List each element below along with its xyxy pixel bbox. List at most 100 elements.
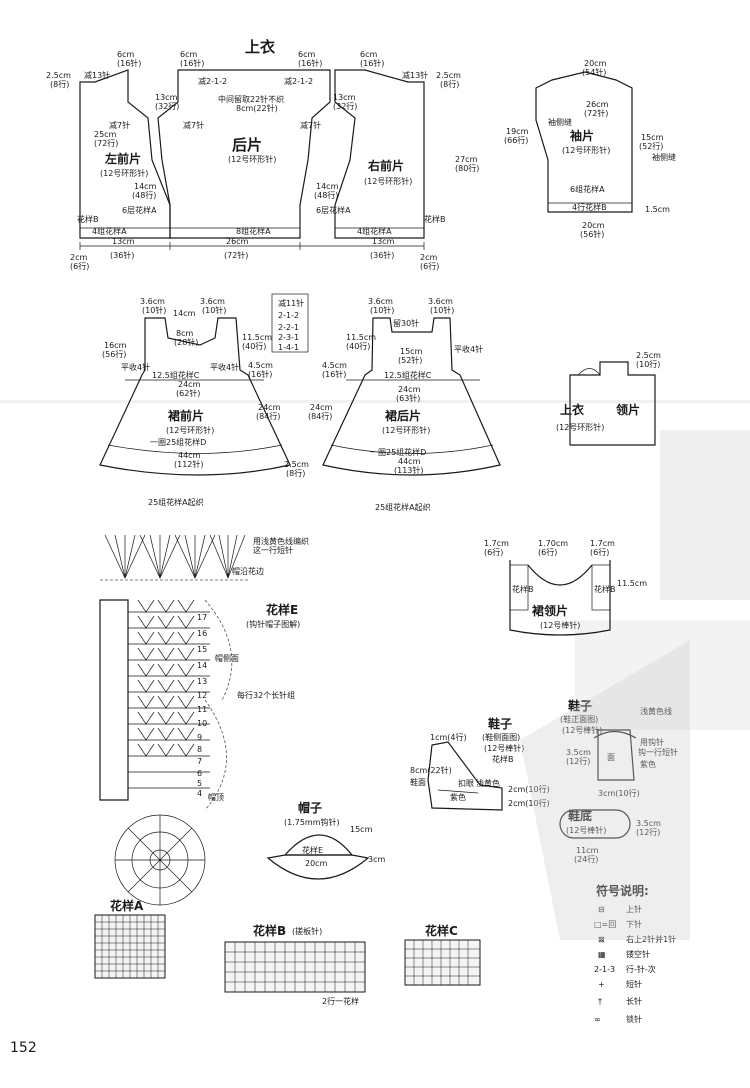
scan-noise xyxy=(0,400,750,730)
symbol-legend: 符号说明: ⊟ 上针 □=回 下针 ⊠ 右上2针并1针 ▦ 镂空针 2-1-3 … xyxy=(594,883,676,1024)
svg-text:6cm: 6cm xyxy=(180,50,197,59)
hat-crown-circle xyxy=(114,814,206,906)
svg-text:(12号环形针): (12号环形针) xyxy=(100,168,148,178)
back-piece: 后片 (12号环形针) 8组花样A 中间留取22针不织 8cm(22针) xyxy=(157,69,331,239)
sleeve-piece: 袖片 (12号环形针) 6组花样A 4行花样B xyxy=(535,71,633,213)
svg-text:(8行): (8行) xyxy=(50,79,69,89)
svg-text:15cm: 15cm xyxy=(400,347,423,356)
svg-text:花样B: 花样B xyxy=(424,214,446,224)
svg-text:(32行): (32行) xyxy=(333,101,357,111)
svg-text:(12号环形针): (12号环形针) xyxy=(364,176,412,186)
svg-text:(72针): (72针) xyxy=(584,108,608,118)
svg-text:(8行): (8行) xyxy=(286,468,305,478)
svg-text:∞: ∞ xyxy=(594,1015,601,1024)
svg-text:(12号环形针): (12号环形针) xyxy=(382,425,430,435)
svg-text:留30针: 留30针 xyxy=(393,318,419,328)
svg-text:1.7cm: 1.7cm xyxy=(590,539,615,548)
svg-text:27cm: 27cm xyxy=(455,155,478,164)
skirt-front-piece: 裙前片 (12号环形针) 一圈25组花样D 24cm (62针) 44cm (1… xyxy=(99,317,291,476)
svg-text:⊟: ⊟ xyxy=(598,905,605,914)
svg-text:(66行): (66行) xyxy=(504,135,528,145)
svg-text:这一行短针: 这一行短针 xyxy=(253,545,293,555)
svg-text:26cm: 26cm xyxy=(586,100,609,109)
svg-text:袖侧缝: 袖侧缝 xyxy=(652,152,676,162)
svg-text:(16针): (16针) xyxy=(298,58,322,68)
svg-text:24cm: 24cm xyxy=(178,380,201,389)
svg-text:用浅黄色线编织: 用浅黄色线编织 xyxy=(253,536,309,546)
svg-text:(72行): (72行) xyxy=(94,138,118,148)
svg-text:11.5cm: 11.5cm xyxy=(242,333,272,342)
svg-text:(84行): (84行) xyxy=(256,411,280,421)
svg-text:2.5cm: 2.5cm xyxy=(284,460,309,469)
svg-text:3.6cm: 3.6cm xyxy=(200,297,225,306)
svg-text:2cm(10行): 2cm(10行) xyxy=(508,784,550,794)
svg-text:(54针): (54针) xyxy=(582,67,606,77)
svg-text:(12号环形针): (12号环形针) xyxy=(562,145,610,155)
svg-text:(72针): (72针) xyxy=(224,250,248,260)
legend-title: 符号说明: xyxy=(596,883,649,898)
svg-text:帽侧面: 帽侧面 xyxy=(215,653,239,663)
svg-text:(6行): (6行) xyxy=(70,261,89,271)
top-title: 上衣 xyxy=(245,38,275,56)
svg-text:13: 13 xyxy=(197,677,207,686)
back-title: 后片 xyxy=(232,136,262,154)
svg-text:1.7cm: 1.7cm xyxy=(484,539,509,548)
svg-text:(16针): (16针) xyxy=(248,369,272,379)
svg-text:(36针): (36针) xyxy=(110,250,134,260)
svg-text:(24行): (24行) xyxy=(574,854,598,864)
svg-text:3cm(10行): 3cm(10行) xyxy=(598,788,640,798)
svg-text:长针: 长针 xyxy=(626,996,642,1006)
svg-text:钩一行短针: 钩一行短针 xyxy=(638,747,678,757)
svg-text:2-3-1: 2-3-1 xyxy=(278,333,299,342)
svg-text:24cm: 24cm xyxy=(310,403,333,412)
svg-text:1.70cm: 1.70cm xyxy=(538,539,568,548)
svg-text:19cm: 19cm xyxy=(506,127,529,136)
svg-text:花样B: 花样B xyxy=(492,754,514,764)
svg-text:7: 7 xyxy=(197,757,202,766)
svg-text:(搓板针): (搓板针) xyxy=(292,926,322,936)
svg-text:6cm: 6cm xyxy=(298,50,315,59)
svg-text:8cm(22针): 8cm(22针) xyxy=(410,765,452,775)
svg-text:(56行): (56行) xyxy=(102,349,126,359)
pattern-e-title: 花样E xyxy=(266,602,298,617)
svg-text:20cm: 20cm xyxy=(582,221,605,230)
page-number: 152 xyxy=(10,1040,37,1056)
svg-text:(12号棒针): (12号棒针) xyxy=(484,743,524,753)
svg-text:(52行): (52行) xyxy=(639,141,663,151)
svg-text:2cm: 2cm xyxy=(420,253,437,262)
svg-text:浅黄色: 浅黄色 xyxy=(476,778,500,788)
svg-text:8cm: 8cm xyxy=(176,329,193,338)
svg-text:一圈25组花样D: 一圈25组花样D xyxy=(150,437,206,447)
svg-text:用钩针: 用钩针 xyxy=(640,737,664,747)
svg-text:短针: 短针 xyxy=(626,979,642,989)
brim-fans xyxy=(100,534,248,581)
svg-text:减13针: 减13针 xyxy=(402,70,428,80)
svg-text:25cm: 25cm xyxy=(94,130,117,139)
svg-text:3.6cm: 3.6cm xyxy=(140,297,165,306)
watermark: PDG xyxy=(520,640,719,940)
svg-text:24cm: 24cm xyxy=(258,403,281,412)
svg-text:(鞋侧面图): (鞋侧面图) xyxy=(482,732,520,742)
svg-text:(112针): (112针) xyxy=(174,459,204,469)
svg-text:†: † xyxy=(598,997,602,1006)
svg-text:4行花样B: 4行花样B xyxy=(572,202,607,212)
svg-text:领片: 领片 xyxy=(616,402,640,417)
svg-text:⊠: ⊠ xyxy=(598,935,605,944)
svg-text:(6行): (6行) xyxy=(590,547,609,557)
svg-text:花样B: 花样B xyxy=(512,584,534,594)
svg-text:一圈25组花样D: 一圈25组花样D xyxy=(370,447,426,457)
svg-text:面: 面 xyxy=(607,753,615,762)
svg-text:鞋面: 鞋面 xyxy=(410,777,426,787)
svg-text:(113针): (113针) xyxy=(394,465,424,475)
svg-text:中间留取22针不织: 中间留取22针不织 xyxy=(218,94,284,104)
svg-text:2.5cm: 2.5cm xyxy=(436,71,461,80)
svg-text:(63针): (63针) xyxy=(396,393,420,403)
svg-text:(48行): (48行) xyxy=(132,190,156,200)
svg-text:(16针): (16针) xyxy=(360,58,384,68)
svg-text:12.5组花样C: 12.5组花样C xyxy=(152,370,200,380)
svg-text:(12号棒针): (12号棒针) xyxy=(566,825,606,835)
left-front-piece: 左前片 (12号环形针) 4组花样A 25cm (72行) xyxy=(79,69,171,239)
svg-text:13cm: 13cm xyxy=(372,237,395,246)
svg-text:▦: ▦ xyxy=(598,950,606,959)
pattern-c-chart: 花样C xyxy=(404,923,481,986)
